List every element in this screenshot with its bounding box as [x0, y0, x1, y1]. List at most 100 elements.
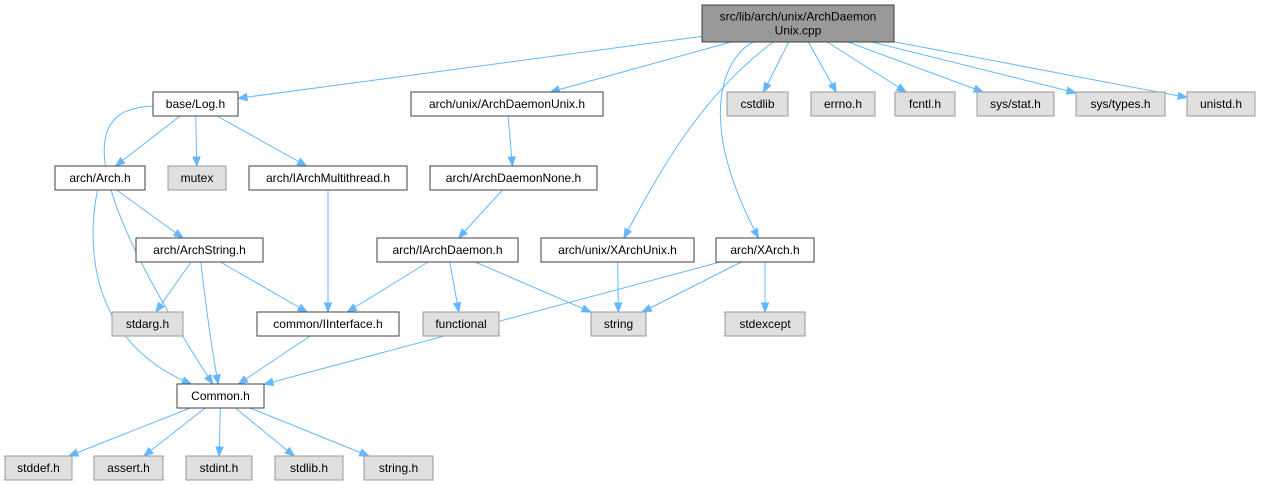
edge-iad-to-string-line [475, 261, 592, 313]
edge-log-to-iamt-arrowhead [296, 157, 308, 167]
node-arch-archstring-h-box [135, 237, 264, 263]
node-string-h[interactable]: string.h [363, 455, 434, 481]
node-root-archdaemonunix-cpp[interactable]: src/lib/arch/unix/ArchDaemonUnix.cpp [701, 4, 895, 43]
edge-arch-to-common-arrowhead [180, 376, 193, 385]
node-string[interactable]: string [590, 311, 647, 337]
node-sys-types-h[interactable]: sys/types.h [1075, 91, 1166, 117]
edge-root-to-errno-line [807, 41, 837, 93]
node-functional-box [422, 311, 500, 337]
node-stdexcept-label: stdexcept [739, 317, 791, 331]
node-root-archdaemonunix-cpp-label-line-2: Unix.cpp [775, 24, 822, 38]
edge-iint-to-common-line [238, 335, 311, 385]
edge-astr-to-iint-line [220, 261, 308, 313]
edge-common-to-stddef-arrowhead [67, 448, 80, 457]
node-assert-h[interactable]: assert.h [93, 455, 164, 481]
edge-root-to-xau-line [623, 41, 774, 239]
edge-astr-to-common-line [200, 261, 219, 385]
edge-adn-to-iad-line [458, 189, 503, 239]
node-base-log-h[interactable]: base/Log.h [152, 91, 239, 117]
edge-adn-to-iad [457, 189, 503, 240]
node-arch-unix-archdaemonunix-h[interactable]: arch/unix/ArchDaemonUnix.h [410, 91, 604, 117]
node-arch-arch-h[interactable]: arch/Arch.h [54, 165, 146, 191]
edge-root-to-fcntl-line [826, 41, 907, 93]
node-sys-stat-h[interactable]: sys/stat.h [976, 91, 1055, 117]
node-arch-xarch-h-box [715, 237, 815, 263]
node-arch-unix-xarchunix-h[interactable]: arch/unix/XArchUnix.h [540, 237, 695, 263]
node-unistd-h-label: unistd.h [1200, 97, 1242, 111]
edge-root-to-adu [549, 41, 732, 94]
node-cstdlib[interactable]: cstdlib [726, 91, 789, 117]
node-stddef-h-label: stddef.h [17, 461, 60, 475]
node-fcntl-h[interactable]: fcntl.h [894, 91, 956, 117]
edge-root-to-errno [807, 41, 837, 94]
node-sys-types-h-box [1075, 91, 1166, 117]
edge-root-to-unistd-line [893, 41, 1188, 99]
node-arch-archstring-h[interactable]: arch/ArchString.h [135, 237, 264, 263]
node-stddef-h[interactable]: stddef.h [4, 455, 73, 481]
edge-xarch-to-string-arrowhead [641, 303, 653, 313]
edge-common-to-stddef [67, 407, 191, 457]
node-stdlib-h[interactable]: stdlib.h [274, 455, 344, 481]
edge-log-to-iamt [216, 115, 308, 167]
edge-iad-to-iint-line [347, 261, 429, 313]
node-arch-unix-archdaemonunix-h-box [410, 91, 604, 117]
node-root-archdaemonunix-cpp-box [701, 4, 895, 43]
node-unistd-h[interactable]: unistd.h [1186, 91, 1256, 117]
node-arch-xarch-h[interactable]: arch/XArch.h [715, 237, 815, 263]
edge-root-to-log [236, 35, 703, 102]
edge-adu-to-adn-arrowhead [507, 156, 516, 168]
node-stdexcept[interactable]: stdexcept [724, 311, 806, 337]
node-mutex-label: mutex [181, 171, 214, 185]
node-arch-archdaemonnone-h[interactable]: arch/ArchDaemonNone.h [429, 165, 598, 191]
nodes-layer: src/lib/arch/unix/ArchDaemonUnix.cpp base… [4, 4, 1256, 481]
edge-root-to-fcntl-arrowhead [895, 83, 908, 93]
node-common-iinterface-h[interactable]: common/IInterface.h [256, 311, 400, 337]
node-errno-h[interactable]: errno.h [810, 91, 876, 117]
edge-root-to-cstdlib-arrowhead [762, 81, 772, 94]
node-stddef-h-box [4, 455, 73, 481]
edge-iad-to-string [475, 261, 593, 313]
node-common-h[interactable]: Common.h [176, 383, 265, 409]
node-stdarg-h-label: stdarg.h [126, 317, 169, 331]
edge-root-to-adu-line [550, 41, 732, 93]
edge-iint-to-common [237, 335, 311, 385]
edge-astr-to-stdarg-arrowhead [155, 301, 165, 314]
node-unistd-h-box [1186, 91, 1256, 117]
edge-xarch-to-string-line [642, 261, 742, 313]
edge-common-to-assert-arrowhead [142, 446, 154, 457]
edge-iamt-to-iint-arrowhead [323, 302, 333, 314]
edge-log-to-common [103, 105, 214, 386]
edge-astr-to-iint-arrowhead [296, 303, 309, 313]
edge-iint-to-common-arrowhead [237, 375, 249, 385]
edge-arch-to-common-line [92, 189, 192, 385]
node-arch-archstring-h-label: arch/ArchString.h [153, 243, 246, 257]
node-string-label: string [604, 317, 633, 331]
edge-astr-to-stdarg-line [155, 261, 192, 313]
edge-log-to-common-line [103, 105, 214, 385]
edge-xarch-to-stdexcept [760, 262, 770, 314]
edge-arch-to-astr [116, 189, 185, 239]
node-mutex-box [167, 165, 227, 191]
edge-log-to-mutex [192, 115, 201, 168]
node-arch-iarchmultithread-h[interactable]: arch/IArchMultithread.h [248, 165, 408, 191]
node-arch-arch-h-label: arch/Arch.h [69, 171, 130, 185]
node-string-h-box [363, 455, 434, 481]
node-base-log-h-label: base/Log.h [166, 97, 225, 111]
node-arch-iarchmultithread-h-box [248, 165, 408, 191]
edge-root-to-cstdlib [762, 41, 790, 94]
node-arch-xarch-h-label: arch/XArch.h [730, 243, 799, 257]
node-stdint-h[interactable]: stdint.h [185, 455, 253, 481]
edge-common-to-stdint [215, 407, 224, 458]
edge-root-to-xau-arrowhead [623, 227, 633, 240]
edge-root-to-log-line [237, 35, 703, 99]
node-mutex[interactable]: mutex [167, 165, 227, 191]
edge-root-to-fcntl [826, 41, 908, 93]
node-arch-iarchdaemon-h[interactable]: arch/IArchDaemon.h [376, 237, 519, 263]
node-functional[interactable]: functional [422, 311, 500, 337]
node-stdarg-h[interactable]: stdarg.h [111, 311, 184, 337]
edge-common-to-assert [142, 407, 206, 457]
edge-root-to-sysstat-arrowhead [972, 84, 985, 93]
edge-root-to-unistd-arrowhead [1176, 91, 1189, 100]
edge-common-to-stdlib [234, 407, 296, 457]
node-errno-h-box [810, 91, 876, 117]
